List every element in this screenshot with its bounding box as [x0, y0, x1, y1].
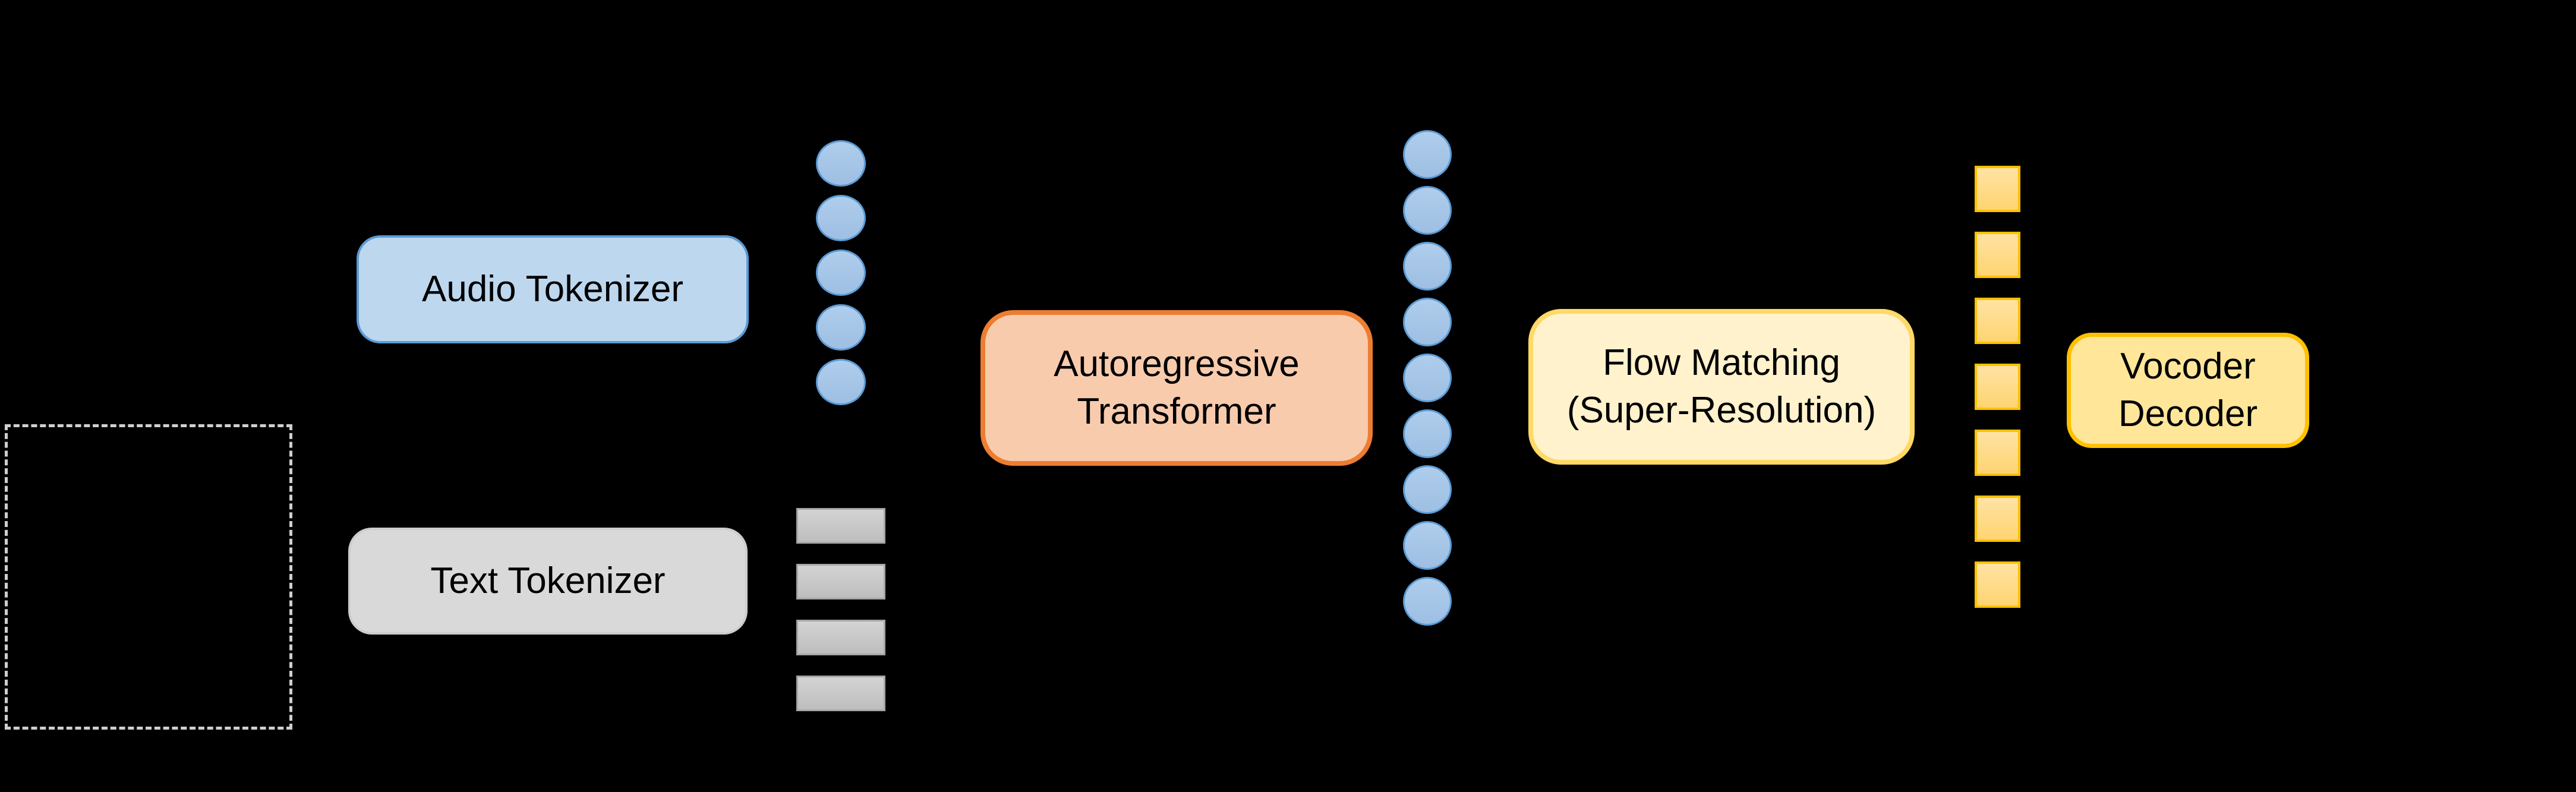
text-token-column — [796, 508, 885, 711]
text-token-column-token-1 — [796, 508, 885, 544]
audio-token-column-input — [816, 140, 866, 405]
text-tokenizer-label: Text Tokenizer — [430, 560, 666, 601]
audio-token-column-generated-token-8 — [1403, 521, 1452, 570]
audio-token-column-generated-token-3 — [1403, 242, 1452, 291]
audio-token-column-generated — [1403, 130, 1452, 626]
audio-token-column-generated-token-1 — [1403, 130, 1452, 179]
audio-token-column-input-token-3 — [816, 250, 866, 296]
acoustic-token-column-superres-token-5 — [1975, 430, 2020, 476]
audio-token-column-input-token-5 — [816, 359, 866, 405]
text-token-column-token-4 — [796, 676, 885, 711]
audio-token-column-input-token-2 — [816, 195, 866, 241]
autoregressive-transformer-box: Autoregressive Transformer — [980, 310, 1373, 466]
flow-matching-box: Flow Matching (Super-Resolution) — [1528, 309, 1915, 465]
acoustic-token-column-superres-token-6 — [1975, 496, 2020, 542]
audio-token-column-generated-token-5 — [1403, 354, 1452, 402]
acoustic-token-column-superres-token-7 — [1975, 561, 2020, 608]
speech-input-dashed-box — [5, 424, 292, 730]
vocoder-decoder-box: Vocoder Decoder — [2067, 333, 2309, 448]
text-token-column-token-2 — [796, 564, 885, 599]
audio-token-column-generated-token-7 — [1403, 465, 1452, 514]
vocoder-decoder-label: Vocoder Decoder — [2118, 346, 2258, 434]
audio-tokenizer-label: Audio Tokenizer — [421, 269, 684, 310]
autoregressive-transformer-label: Autoregressive Transformer — [1054, 343, 1300, 432]
audio-tokenizer-box: Audio Tokenizer — [357, 235, 749, 343]
audio-token-column-generated-token-9 — [1403, 577, 1452, 626]
audio-token-column-input-token-4 — [816, 304, 866, 351]
acoustic-token-column-superres-token-2 — [1975, 232, 2020, 278]
text-token-column-token-3 — [796, 620, 885, 655]
audio-token-column-generated-token-6 — [1403, 409, 1452, 458]
acoustic-token-column-superres-token-4 — [1975, 364, 2020, 410]
audio-token-column-input-token-1 — [816, 140, 866, 187]
audio-token-column-generated-token-2 — [1403, 186, 1452, 235]
acoustic-token-column-superres — [1975, 166, 2020, 608]
audio-token-column-generated-token-4 — [1403, 298, 1452, 346]
text-tokenizer-box: Text Tokenizer — [348, 528, 748, 635]
acoustic-token-column-superres-token-1 — [1975, 166, 2020, 212]
flow-matching-label: Flow Matching (Super-Resolution) — [1566, 342, 1877, 431]
acoustic-token-column-superres-token-3 — [1975, 298, 2020, 344]
